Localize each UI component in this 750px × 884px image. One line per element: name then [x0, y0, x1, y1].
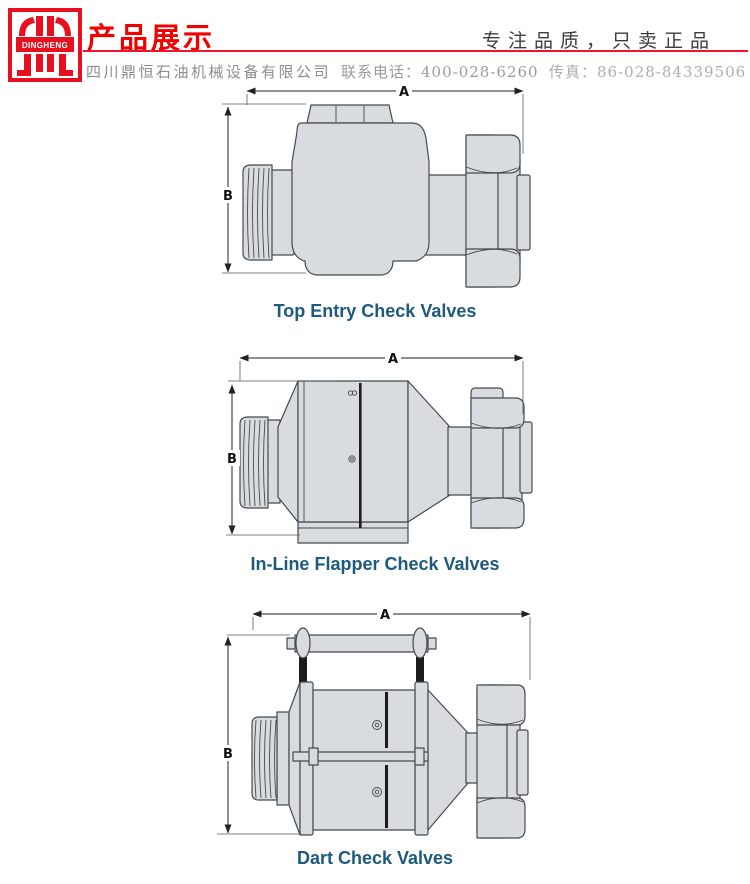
bolt-head-left — [295, 627, 311, 659]
lug-curve-top — [476, 718, 524, 725]
lug-curve-top — [465, 166, 518, 174]
stud-left — [299, 657, 307, 684]
dart-valve-caption: Dart Check Valves — [296, 848, 454, 868]
dim-label-height: B — [227, 452, 237, 467]
fax-value: 86-028-84339506 — [597, 63, 747, 81]
bottom-skirt — [297, 521, 409, 544]
union-lug-top — [476, 684, 526, 726]
phone-label: 联系电话： — [341, 63, 422, 81]
end-cap — [519, 421, 533, 494]
dimension-annotations: A B — [217, 607, 531, 835]
union-lug-bottom — [470, 497, 525, 529]
inline-flapper-valve-caption: In-Line Flapper Check Valves — [250, 554, 500, 574]
valve-body — [297, 380, 409, 523]
top-bar — [294, 634, 429, 653]
cap-detail-lines — [335, 106, 365, 122]
top-entry-valve-caption: Top Entry Check Valves — [273, 301, 477, 321]
union-lug-top — [470, 397, 525, 429]
top-entry-cap — [306, 104, 394, 124]
dim-label-width: A — [380, 608, 390, 623]
inlet-cone — [277, 380, 299, 523]
outlet-cone — [407, 380, 451, 523]
rod-boss-right — [414, 747, 425, 766]
dart-valve-drawing: A B — [217, 607, 531, 839]
screw-details — [347, 390, 358, 463]
outlet-neck — [447, 426, 474, 496]
page-title: 产品展示 — [87, 21, 216, 55]
rod-boss-left — [308, 747, 319, 766]
dim-label-width: A — [388, 352, 398, 367]
screw-details — [372, 720, 382, 797]
lug-curve-bottom — [470, 497, 522, 504]
company-name: 四川鼎恒石油机械设备有限公司 — [86, 63, 332, 81]
threaded-inlet — [239, 416, 269, 509]
top-entry-valve-drawing: A B — [220, 84, 531, 288]
dim-label-width: A — [399, 85, 409, 100]
valve-body-group — [239, 380, 533, 544]
dimension-annotations: A B — [220, 84, 524, 274]
fax-label: 传真： — [549, 63, 598, 81]
valve-body — [291, 122, 430, 276]
end-cap — [516, 729, 529, 796]
valve-body-group — [251, 627, 529, 839]
phone-value: 400-028-6260 — [421, 63, 539, 81]
outlet-cone — [427, 689, 469, 831]
union-lug-bottom — [476, 797, 526, 839]
flapper-seam — [359, 383, 362, 528]
dart-seam-top — [385, 692, 388, 748]
lug-curve-bottom — [476, 797, 524, 804]
contact-row: 四川鼎恒石油机械设备有限公司 联系电话：400-028-6260 传真：86-0… — [0, 61, 750, 81]
bolt-head-right — [412, 627, 428, 659]
dingheng-logo-icon: DINGHENG — [8, 8, 82, 82]
thread-lines — [254, 719, 277, 799]
inline-flapper-valve-drawing: A B — [224, 351, 533, 544]
dart-seam-bottom — [385, 765, 388, 828]
logo-glyph — [16, 16, 74, 76]
union-lug-bottom — [465, 248, 521, 288]
thread-lines — [243, 419, 266, 507]
thread-lines — [247, 167, 270, 259]
logo-banner-text: DINGHENG — [22, 41, 68, 50]
union-lug-top — [465, 134, 521, 174]
fax-number: 传真：86-028-84339506 — [549, 61, 746, 82]
outlet-neck — [423, 174, 471, 256]
logo-banner — [16, 37, 74, 52]
header-divider — [83, 50, 748, 52]
dim-label-height: B — [223, 189, 233, 204]
lug-curve-top — [470, 422, 522, 429]
dim-label-height: B — [223, 747, 233, 762]
phone-number: 联系电话：400-028-6260 — [341, 61, 539, 82]
valve-body-group — [242, 104, 531, 288]
header-slogan: 专注品质，只卖正品 — [481, 30, 716, 52]
lug-curve-bottom — [465, 248, 518, 256]
cross-rod — [292, 751, 429, 762]
stud-right — [416, 657, 424, 684]
end-cap — [516, 174, 531, 251]
dimension-annotations: A B — [224, 351, 524, 536]
inlet-collar — [276, 711, 290, 806]
